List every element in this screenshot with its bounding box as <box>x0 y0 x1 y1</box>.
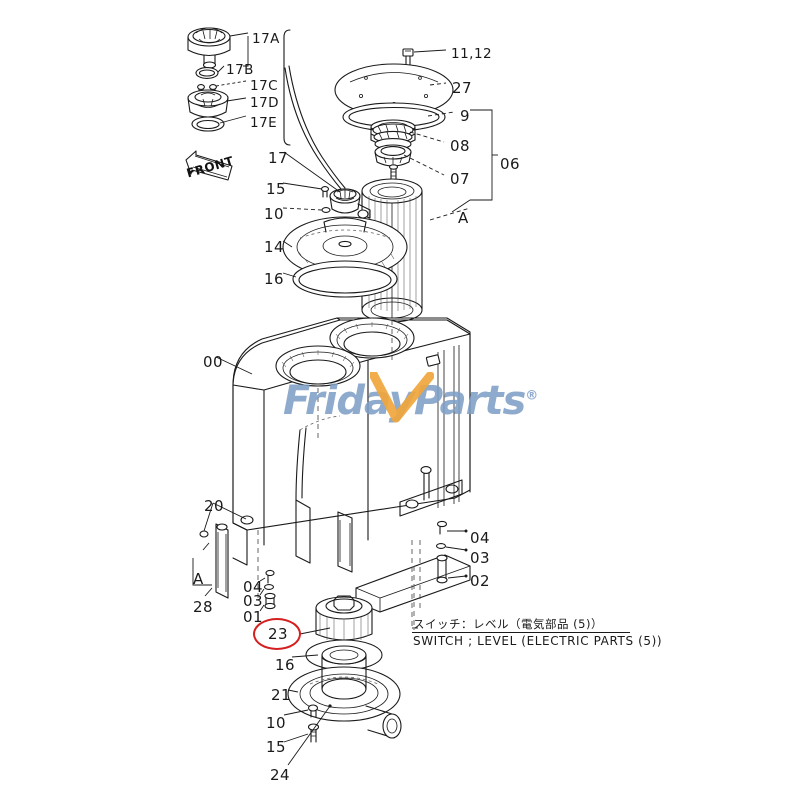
callout-06: 06 <box>500 155 521 173</box>
callout-10: 10 <box>266 714 287 732</box>
callout-11-12: 11,12 <box>451 46 493 62</box>
callout-9: 9 <box>460 107 471 125</box>
callout-15: 15 <box>266 180 287 198</box>
small-parts-right <box>435 520 468 584</box>
upper-leader-lines <box>215 49 498 375</box>
callout-17A: 17A <box>252 31 280 47</box>
callout-23: 23 <box>268 625 289 643</box>
tank-opening-front <box>275 345 361 387</box>
callout-27: 27 <box>452 79 473 97</box>
caption-japanese: スイッチ：レベル（電気部品 (5)） <box>413 617 603 631</box>
callout-24: 24 <box>270 766 291 784</box>
callout-04: 04 <box>243 578 264 596</box>
caption-english: SWITCH ; LEVEL (ELECTRIC PARTS (5)) <box>413 634 663 648</box>
callout-04: 04 <box>470 529 491 547</box>
front-arrow-marker <box>185 150 233 181</box>
callout-16: 16 <box>264 270 285 288</box>
level-switch-group <box>283 595 402 766</box>
callout-08: 08 <box>450 137 471 155</box>
caption-divider <box>412 632 630 633</box>
callout-14: 14 <box>264 238 285 256</box>
spring-08 <box>370 119 416 150</box>
tank-opening-rear <box>329 317 415 359</box>
callout-A: A <box>458 209 469 227</box>
tank-cover-group <box>334 48 454 186</box>
filter-element-cylinder <box>361 178 423 323</box>
callout-00: 00 <box>203 353 224 371</box>
callout-15: 15 <box>266 738 287 756</box>
hydraulic-tank-body <box>232 317 471 630</box>
caption-connector <box>411 540 418 629</box>
callout-16: 16 <box>275 656 296 674</box>
callout-21: 21 <box>271 686 292 704</box>
detail-group-17 <box>187 27 249 132</box>
callout-03: 03 <box>243 592 264 610</box>
bracket-group-20-28 <box>192 502 276 612</box>
callout-17D: 17D <box>250 95 280 111</box>
callout-20: 20 <box>204 497 225 515</box>
callout-17: 17 <box>268 149 289 167</box>
highlight-ellipse-23 <box>253 618 301 650</box>
callout-17C: 17C <box>250 78 279 94</box>
callout-02: 02 <box>470 572 491 590</box>
callout-17E: 17E <box>250 115 278 131</box>
callout-10: 10 <box>264 205 285 223</box>
callout-01: 01 <box>243 608 264 626</box>
callout-07: 07 <box>450 170 471 188</box>
detail-group-bracket <box>283 29 291 146</box>
callout-A: A <box>193 570 204 588</box>
hose-line <box>284 65 346 190</box>
callout-17B: 17B <box>226 62 254 78</box>
callout-03: 03 <box>470 549 491 567</box>
callout-28: 28 <box>193 598 214 616</box>
pump-head-group <box>282 188 408 298</box>
